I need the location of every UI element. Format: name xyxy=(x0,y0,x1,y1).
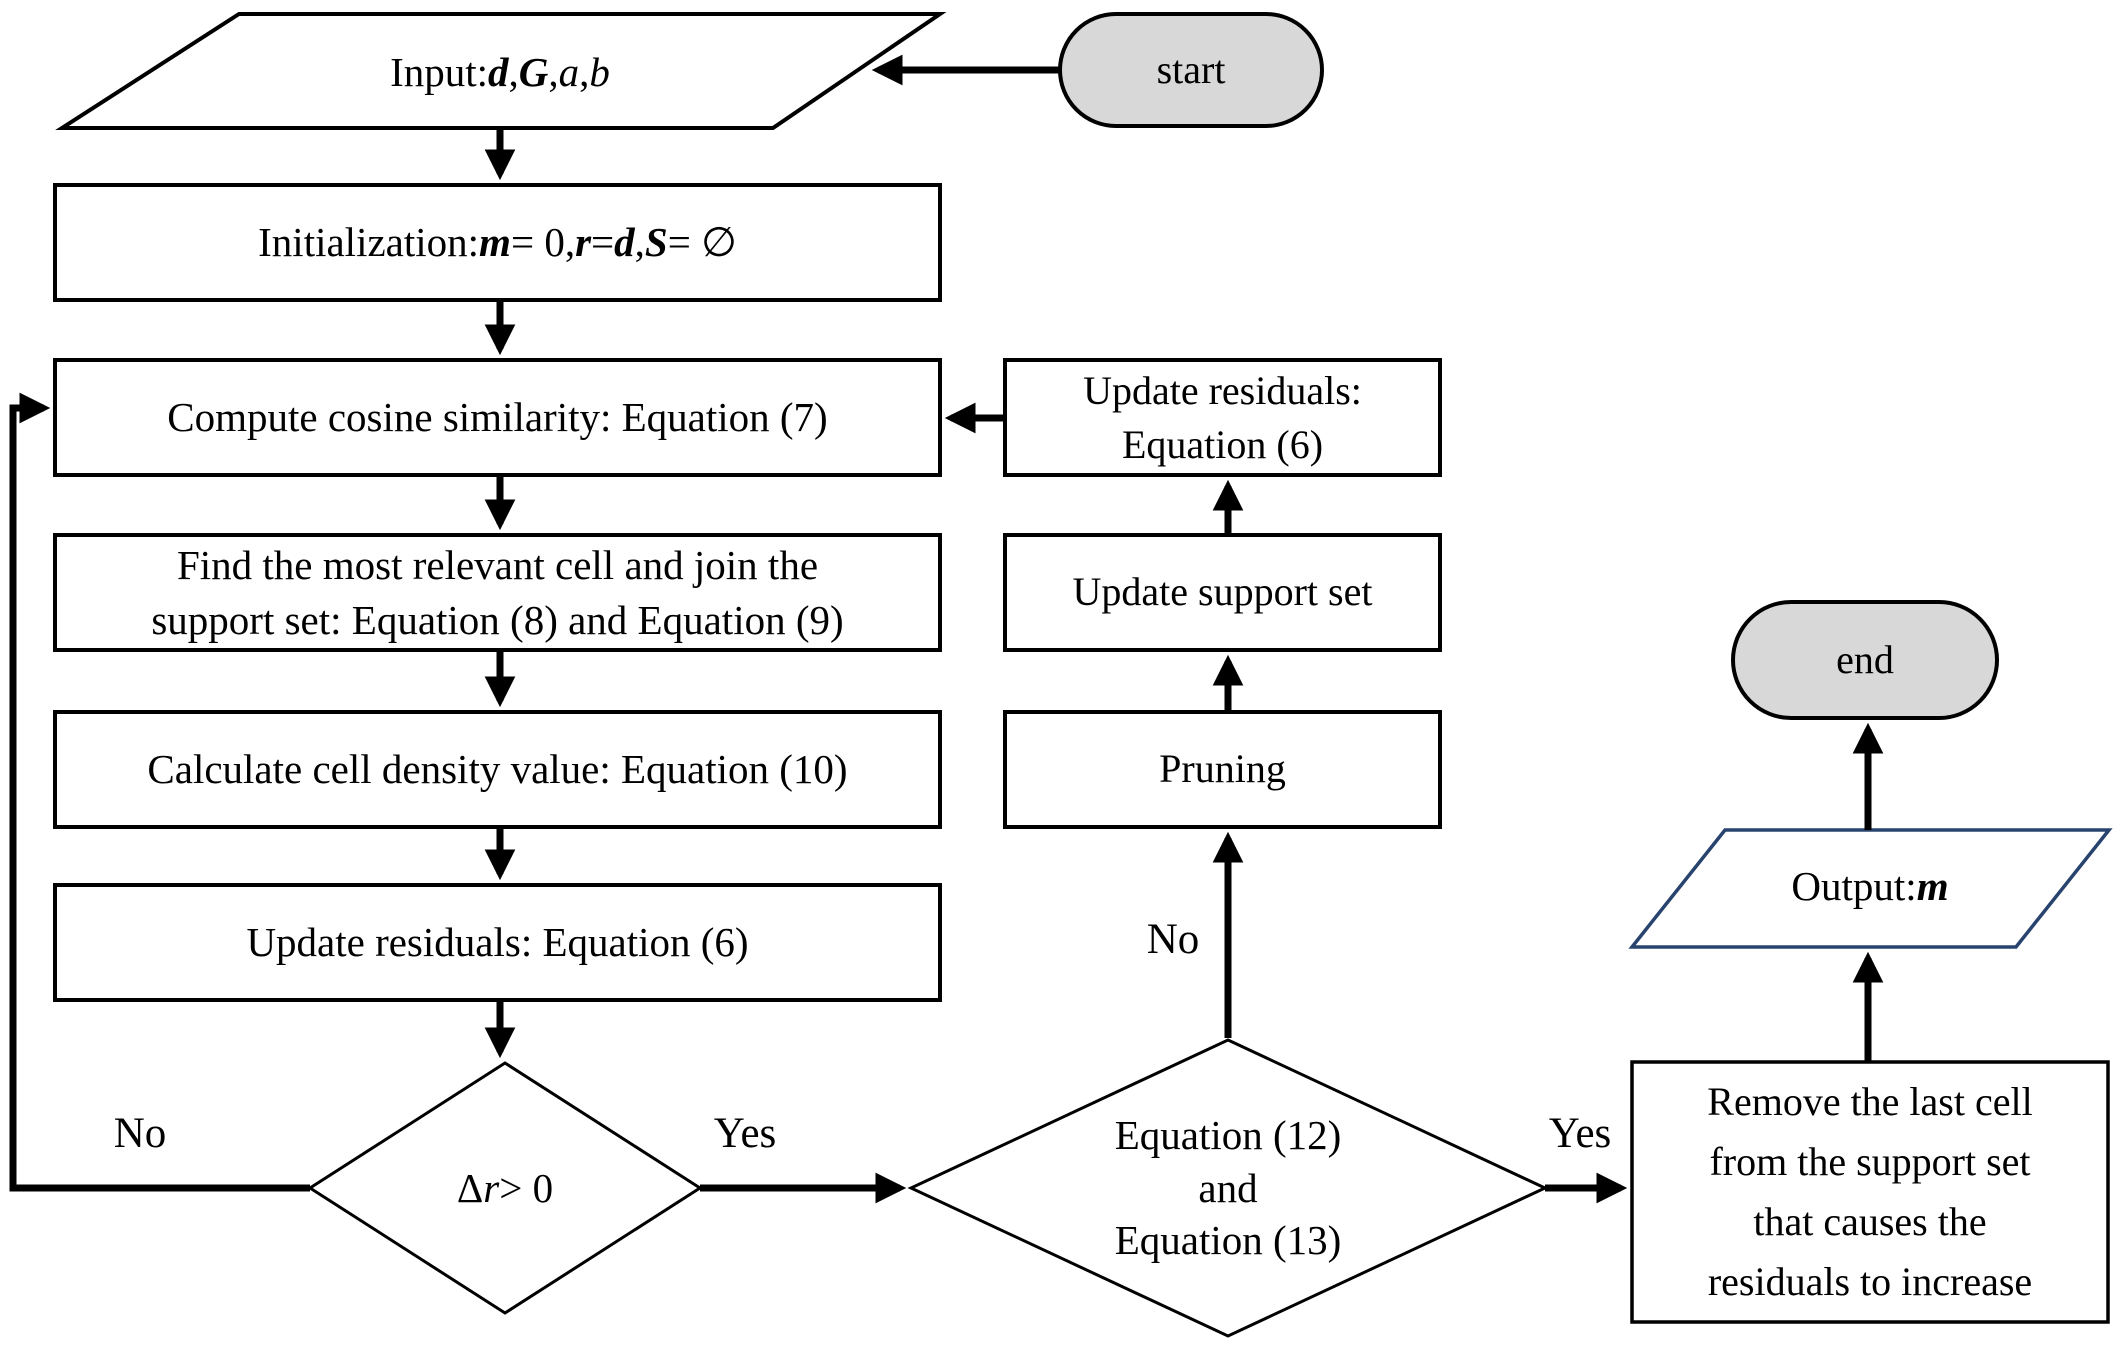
initialization-box-shape xyxy=(53,183,942,302)
compute-cosine-node-label: Compute cosine similarity: Equation (7) xyxy=(167,394,828,441)
pruning-node-label: Pruning xyxy=(1159,746,1286,792)
update-support-set-box-shape xyxy=(1003,533,1442,652)
edge-label-no-up: No xyxy=(1146,915,1200,963)
find-cell-node-label: Find the most relevant cell and join the… xyxy=(151,542,844,643)
find-cell-box-shape xyxy=(53,533,942,652)
delta-r-diamond-shape xyxy=(307,1061,703,1315)
output-node-label: Output: m xyxy=(1791,862,1949,909)
edge-label-yes-mid: Yes xyxy=(713,1109,777,1157)
remove-last-cell-box-shape xyxy=(1630,1060,2110,1324)
update-residuals-left-box-shape xyxy=(53,883,942,1002)
edge-label-yes-right: Yes xyxy=(1548,1109,1612,1157)
initialization-node-label: Initialization: m = 0, r = d, S = ∅ xyxy=(258,219,737,266)
start-node-label: start xyxy=(1156,46,1226,92)
edge-label-no-loop: No xyxy=(113,1109,167,1157)
update-residuals-right-node-label: Update residuals: Equation (6) xyxy=(1083,367,1362,467)
remove-last-cell-node-label: Remove the last cell from the support se… xyxy=(1707,1079,2033,1304)
end-node-shape xyxy=(1731,600,1999,720)
update-support-set-node-label: Update support set xyxy=(1072,569,1373,615)
end-node-label: end xyxy=(1836,636,1894,682)
output-parallelogram-shape xyxy=(1628,828,2113,949)
pruning-box-shape xyxy=(1003,710,1442,829)
equations-diamond-shape xyxy=(907,1038,1549,1338)
update-residuals-left-node-label: Update residuals: Equation (6) xyxy=(246,919,749,966)
input-parallelogram-shape xyxy=(55,12,947,130)
input-node-label: Input: d, G, a, b xyxy=(390,48,610,95)
compute-cosine-box-shape xyxy=(53,358,942,477)
cell-density-node-label: Calculate cell density value: Equation (… xyxy=(147,746,848,793)
edge-no-loop-to-compute xyxy=(9,392,310,1192)
equations-diamond-label: Equation (12) and Equation (13) xyxy=(1114,1112,1342,1264)
